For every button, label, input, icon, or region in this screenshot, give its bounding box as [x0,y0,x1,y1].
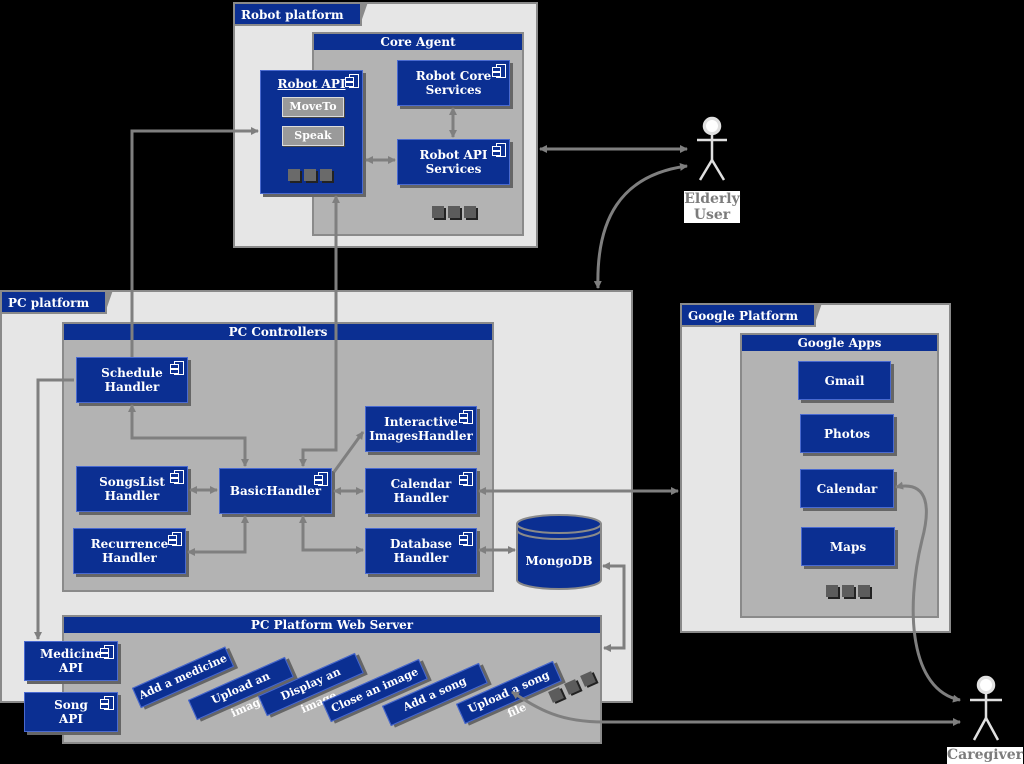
component-icon [492,64,506,78]
medicine-api[interactable]: Medicine API [24,641,118,681]
basic-handler-label: BasicHandler [229,484,322,498]
gmail-app[interactable]: Gmail [798,361,891,400]
arrow-schedule-basic [128,404,249,467]
calendar-app[interactable]: Calendar [800,469,894,508]
basic-handler[interactable]: BasicHandler [219,468,332,514]
arrow-recurrence-basic [187,515,249,556]
elderly-user-text: Elderly User [684,191,740,223]
recurrence-handler[interactable]: Recurrence Handler [73,528,186,574]
moveto-operation[interactable]: MoveTo [282,97,344,117]
component-icon [168,532,182,546]
maps-app[interactable]: Maps [801,527,895,566]
song-api[interactable]: Song API [24,692,118,732]
arrow-basic-robot-api [299,195,340,467]
recurrence-handler-label: Recurrence Handler [90,537,169,565]
song-api-label: Song API [54,698,88,726]
elderly-user-label: Elderly User [684,191,740,223]
core-agent-title: Core Agent [314,34,522,50]
medicine-api-label: Medicine API [39,647,103,675]
database-handler[interactable]: Database Handler [365,528,477,574]
arrow-upload-caregiver [511,690,961,726]
more-icon [842,585,854,597]
component-icon [100,696,114,710]
more-icon [826,585,838,597]
robot-api-services[interactable]: Robot API Services [397,139,510,185]
pc-platform-title: PC platform [2,290,114,314]
database-handler-label: Database Handler [389,537,453,565]
google-platform-title: Google Platform [682,303,823,327]
component-icon [314,472,328,486]
schedule-handler-label: Schedule Handler [101,366,163,394]
photos-app[interactable]: Photos [800,414,894,453]
arrow-pc-elderly [593,162,688,289]
robot-core-services-label: Robot Core Services [415,69,492,97]
arrow-calendar-caregiver [895,481,961,703]
songslist-handler[interactable]: SongsList Handler [76,466,188,512]
component-icon [492,143,506,157]
robot-platform-title: Robot platform [235,2,368,26]
caregiver-label: Caregiver [947,747,1024,764]
elderly-user-actor [697,116,727,181]
robot-api-services-label: Robot API Services [419,148,488,176]
robot-core-services[interactable]: Robot Core Services [397,60,510,106]
component-icon [459,532,473,546]
arrow-basic-database [299,515,364,554]
robot-api-label: Robot API [277,77,346,91]
more-icon [432,206,444,218]
more-icon [858,585,870,597]
component-icon [459,410,473,424]
web-server-title: PC Platform Web Server [64,617,600,633]
more-icon [304,169,316,181]
google-apps-title: Google Apps [742,335,937,351]
songslist-handler-label: SongsList Handler [99,475,165,503]
speak-operation[interactable]: Speak [282,126,344,146]
interactive-images-handler[interactable]: Interactive ImagesHandler [365,406,477,452]
arrow-schedule-medicine [34,378,74,640]
caregiver-actor [970,675,1002,741]
component-icon [170,470,184,484]
calendar-handler-label: Calendar Handler [390,477,452,505]
more-icon [288,169,300,181]
arrow-schedule-robot-api [130,127,259,357]
component-icon [100,645,114,659]
component-icon [459,472,473,486]
more-icon [464,206,476,218]
component-icon [345,74,359,88]
interactive-images-handler-label: Interactive ImagesHandler [369,415,473,443]
arrow-basic-interactive [332,431,365,473]
more-icon [448,206,460,218]
more-icon [320,169,332,181]
schedule-handler[interactable]: Schedule Handler [76,357,188,403]
calendar-handler[interactable]: Calendar Handler [365,468,477,514]
arrow-mongodb-webserver [602,562,626,652]
component-icon [170,361,184,375]
mongodb-label: MongoDB [525,554,593,568]
